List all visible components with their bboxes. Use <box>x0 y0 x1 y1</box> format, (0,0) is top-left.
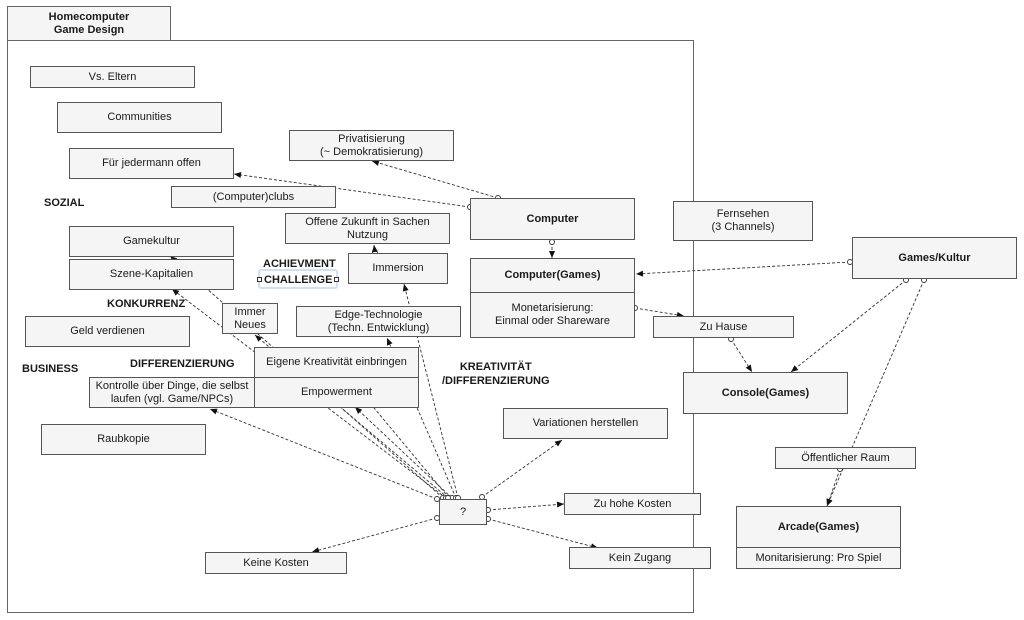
node-computer[interactable]: Computer <box>470 198 635 240</box>
node-label-line-2: (3 Channels) <box>711 221 775 233</box>
node-label: Szene-Kapitalien <box>109 268 194 280</box>
frame-title[interactable]: Homecomputer Game Design <box>7 6 171 41</box>
edge-oeffentlicher-raum-to-arcade-games[interactable] <box>826 466 843 507</box>
node-header: Computer(Games) <box>471 259 634 293</box>
category-kreativitaet: KREATIVITÄT /DIFFERENZIERUNG <box>442 360 550 388</box>
node-label: Empowerment <box>301 386 372 398</box>
edge-arrowhead-icon <box>791 365 799 372</box>
node-kein-zugang[interactable]: Kein Zugang <box>569 547 711 569</box>
node-gamekultur[interactable]: Gamekultur <box>69 226 234 257</box>
category-differenzierung: DIFFERENZIERUNG <box>130 358 235 370</box>
category-business: BUSINESS <box>22 363 79 375</box>
category-sozial: SOZIAL <box>44 197 85 209</box>
node-zu-hohe-kosten[interactable]: Zu hohe Kosten <box>564 493 701 515</box>
node-label: Immersion <box>372 262 424 274</box>
node-geld-verdienen[interactable]: Geld verdienen <box>25 316 190 347</box>
edge-arrowhead-icon <box>745 364 752 372</box>
node-label: Computer <box>526 212 579 225</box>
node-privatisierung[interactable]: Privatisierung (~ Demokratisierung) <box>289 130 454 161</box>
node-label-line-2: laufen (vgl. Game/NPCs) <box>110 392 234 405</box>
resize-handle-left[interactable] <box>257 277 262 282</box>
node-keine-kosten[interactable]: Keine Kosten <box>205 552 347 574</box>
node-label: Zu Hause <box>699 320 748 333</box>
node-title: Arcade(Games) <box>777 520 860 533</box>
node-label: Zu hohe Kosten <box>593 497 672 510</box>
node-body: Monitarisierung: Pro Spiel <box>737 548 900 568</box>
node-label: Öffentlicher Raum <box>801 451 890 464</box>
node-label: Geld verdienen <box>70 325 145 337</box>
edge-line <box>790 279 907 373</box>
node-label: Variationen herstellen <box>532 417 639 429</box>
node-zu-hause[interactable]: Zu Hause <box>653 316 794 338</box>
node-arcade-games[interactable]: Arcade(Games) Monitarisierung: Pro Spiel <box>736 506 901 569</box>
node-body-text: Monitarisierung: Pro Spiel <box>755 551 882 564</box>
category-challenge[interactable]: CHALLENGE <box>264 274 333 286</box>
node-console-games[interactable]: Console(Games) <box>683 372 848 414</box>
node-label-line-1: Offene Zukunft in Sachen <box>305 215 430 228</box>
node-edge-technologie[interactable]: Edge-Technologie (Techn. Entwicklung) <box>296 306 461 337</box>
category-kreativitaet-line-2: /DIFFERENZIERUNG <box>442 375 550 387</box>
node-label: Für jedermann offen <box>102 157 201 169</box>
edge-line <box>826 468 841 507</box>
node-label-line-1: Fernsehen <box>716 208 770 220</box>
node-label: Kein Zugang <box>608 551 672 564</box>
node-label: Raubkopie <box>97 433 150 445</box>
edge-zu-hause-to-console-games[interactable] <box>728 336 753 373</box>
node-label-line-1: Kontrolle über Dinge, die selbst <box>95 379 249 392</box>
node-raubkopie[interactable]: Raubkopie <box>41 424 206 455</box>
node-label-line-1: Immer <box>234 305 266 318</box>
edge-line <box>730 338 753 373</box>
node-eigene-kreativitaet[interactable]: Eigene Kreativität einbringen <box>254 347 419 378</box>
node-label-line-2: (~ Demokratisierung) <box>319 145 423 158</box>
node-immer-neues[interactable]: Immer Neues <box>222 303 278 334</box>
node-label: Console(Games) <box>721 386 810 399</box>
resize-handle-right[interactable] <box>334 277 339 282</box>
node-empowerment[interactable]: Empowerment <box>254 377 419 408</box>
frame-title-line-1: Homecomputer <box>48 10 130 23</box>
node-label: ? <box>459 505 467 518</box>
node-szene-kapitalien[interactable]: Szene-Kapitalien <box>69 259 234 290</box>
frame-title-line-2: Game Design <box>53 23 125 36</box>
node-computer-games[interactable]: Computer(Games) Monetarisierung: Einmal … <box>470 258 635 338</box>
node-label: Keine Kosten <box>243 556 309 569</box>
node-communities[interactable]: Communities <box>57 102 222 133</box>
node-label-line-1: Edge-Technologie <box>334 308 423 321</box>
node-fernsehen[interactable]: Fernsehen (3 Channels) <box>673 201 813 241</box>
edge-arrowhead-icon <box>826 498 833 506</box>
node-games-kultur[interactable]: Games/Kultur <box>852 237 1017 279</box>
node-kontrolle[interactable]: Kontrolle über Dinge, die selbst laufen … <box>89 377 255 408</box>
category-kreativitaet-line-1: KREATIVITÄT <box>459 361 532 373</box>
node-title: Computer(Games) <box>504 269 601 281</box>
node-question[interactable]: ? <box>439 499 487 525</box>
node-immersion[interactable]: Immersion <box>348 253 448 284</box>
node-label: Communities <box>107 111 172 123</box>
node-label-line-2: Nutzung <box>347 228 388 241</box>
node-body-line-2: Einmal oder Shareware <box>495 315 610 327</box>
edge-games-kultur-to-console-games[interactable] <box>790 277 909 373</box>
node-label: Games/Kultur <box>898 251 971 264</box>
node-body: Monetarisierung: Einmal oder Shareware <box>471 293 634 337</box>
node-body-line-1: Monetarisierung: <box>511 302 594 314</box>
node-fuer-jedermann-offen[interactable]: Für jedermann offen <box>69 148 234 179</box>
node-variationen-herstellen[interactable]: Variationen herstellen <box>503 408 668 439</box>
edge-arrowhead-icon <box>827 498 833 506</box>
node-offene-zukunft[interactable]: Offene Zukunft in Sachen Nutzung <box>285 213 450 244</box>
node-label-line-2: (Techn. Entwicklung) <box>327 321 430 334</box>
category-achievement: ACHIEVMENT <box>263 258 336 270</box>
node-label: Gamekultur <box>123 235 180 247</box>
node-vs-eltern[interactable]: Vs. Eltern <box>30 66 195 88</box>
node-header: Arcade(Games) <box>737 507 900 548</box>
node-computerclubs[interactable]: (Computer)clubs <box>171 186 336 208</box>
category-konkurrenz: KONKURRENZ <box>107 298 186 310</box>
node-label: (Computer)clubs <box>212 190 295 203</box>
node-label-line-2: Neues <box>234 318 266 331</box>
node-label: Eigene Kreativität einbringen <box>266 356 407 368</box>
node-label: Vs. Eltern <box>88 70 137 83</box>
node-oeffentlicher-raum[interactable]: Öffentlicher Raum <box>775 447 916 469</box>
node-label-line-1: Privatisierung <box>338 132 405 145</box>
